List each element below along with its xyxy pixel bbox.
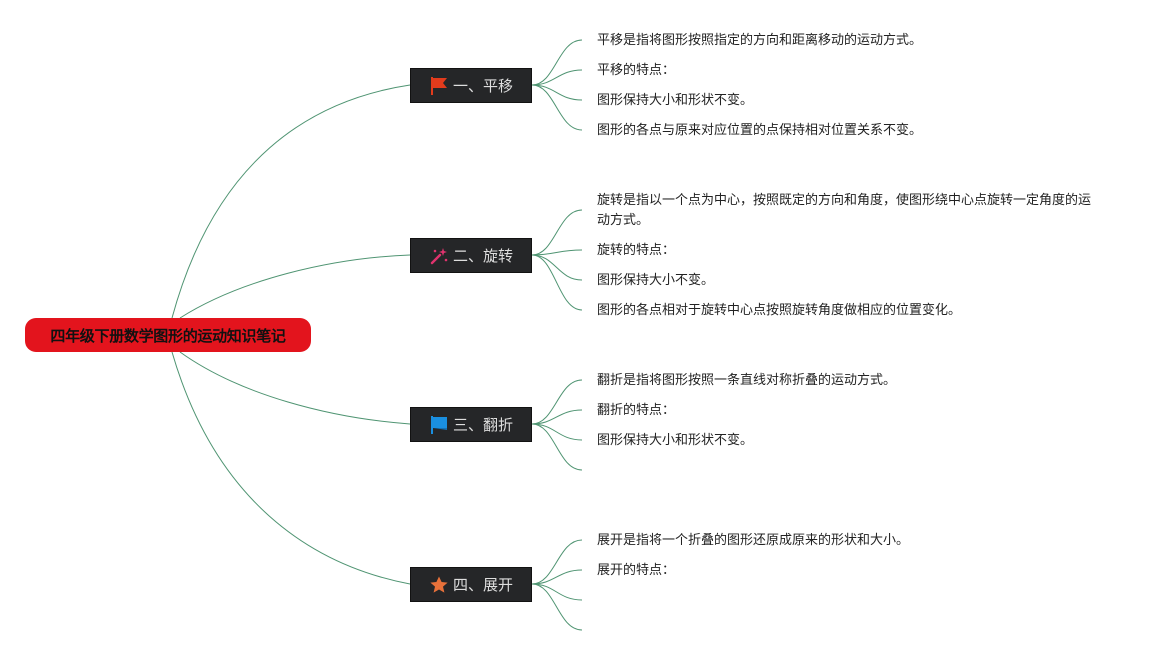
edge-branch-3-leaf-2 [531,409,583,425]
leaf-reflection-features[interactable]: 翻折的特点： [597,403,676,418]
leaf-translation-relative-position[interactable]: 图形的各点与原来对应位置的点保持相对位置关系不变。 [597,123,923,138]
branch-reflection[interactable]: 三、翻折 [410,407,532,442]
branch-label: 四、展开 [452,576,513,594]
root-topic-label: 四年级下册数学图形的运动知识笔记 [50,326,286,345]
edge-branch-3-leaf-4 [531,423,583,471]
magic-wand-icon [429,246,449,266]
leaf-reflection-size-shape[interactable]: 图形保持大小和形状不变。 [597,433,754,448]
leaf-unfolding-features[interactable]: 展开的特点： [597,563,676,578]
edge-branch-2-leaf-1 [531,209,583,256]
leaf-unfolding-definition[interactable]: 展开是指将一个折叠的图形还原成原来的形状和大小。 [597,533,910,548]
branch-label: 二、旋转 [452,247,513,265]
edge-branch-4-leaf-1 [531,539,583,585]
edge-root-branch-2 [179,254,411,319]
branch-label: 一、平移 [452,77,513,95]
leaf-rotation-features[interactable]: 旋转的特点： [597,243,676,258]
leaf-reflection-definition[interactable]: 翻折是指将图形按照一条直线对称折叠的运动方式。 [597,373,897,388]
edge-branch-4-leaf-2 [531,569,583,585]
edge-branch-1-leaf-4 [531,84,583,131]
leaf-rotation-size[interactable]: 图形保持大小不变。 [597,273,715,288]
edge-branch-3-leaf-1 [531,379,583,425]
branch-label: 三、翻折 [452,416,513,434]
edge-branch-4-leaf-4 [531,583,583,631]
edge-root-branch-4 [171,351,411,585]
edge-branch-2-leaf-2 [531,249,583,256]
root-topic[interactable]: 四年级下册数学图形的运动知识笔记 [25,318,311,352]
leaf-rotation-position-change[interactable]: 图形的各点相对于旋转中心点按照旋转角度做相应的位置变化。 [597,303,962,318]
leaf-translation-definition[interactable]: 平移是指将图形按照指定的方向和距离移动的运动方式。 [597,33,923,48]
branch-rotation[interactable]: 二、旋转 [410,238,532,273]
star-icon [429,575,449,595]
leaf-rotation-definition[interactable]: 旋转是指以一个点为中心，按照既定的方向和角度，使图形绕中心点旋转一定角度的运动方… [597,193,1092,228]
red-flag-icon [429,76,449,96]
edge-root-branch-3 [179,351,411,425]
edge-branch-2-leaf-3 [531,254,583,281]
edge-branch-2-leaf-4 [531,254,583,311]
edge-root-branch-1 [171,84,411,319]
edge-branch-1-leaf-2 [531,69,583,86]
edge-branch-1-leaf-1 [531,39,583,86]
blue-flag-icon [429,415,449,435]
branch-unfolding[interactable]: 四、展开 [410,567,532,602]
branch-translation[interactable]: 一、平移 [410,68,532,103]
leaf-translation-size-shape[interactable]: 图形保持大小和形状不变。 [597,93,754,108]
leaf-translation-features[interactable]: 平移的特点： [597,63,676,78]
